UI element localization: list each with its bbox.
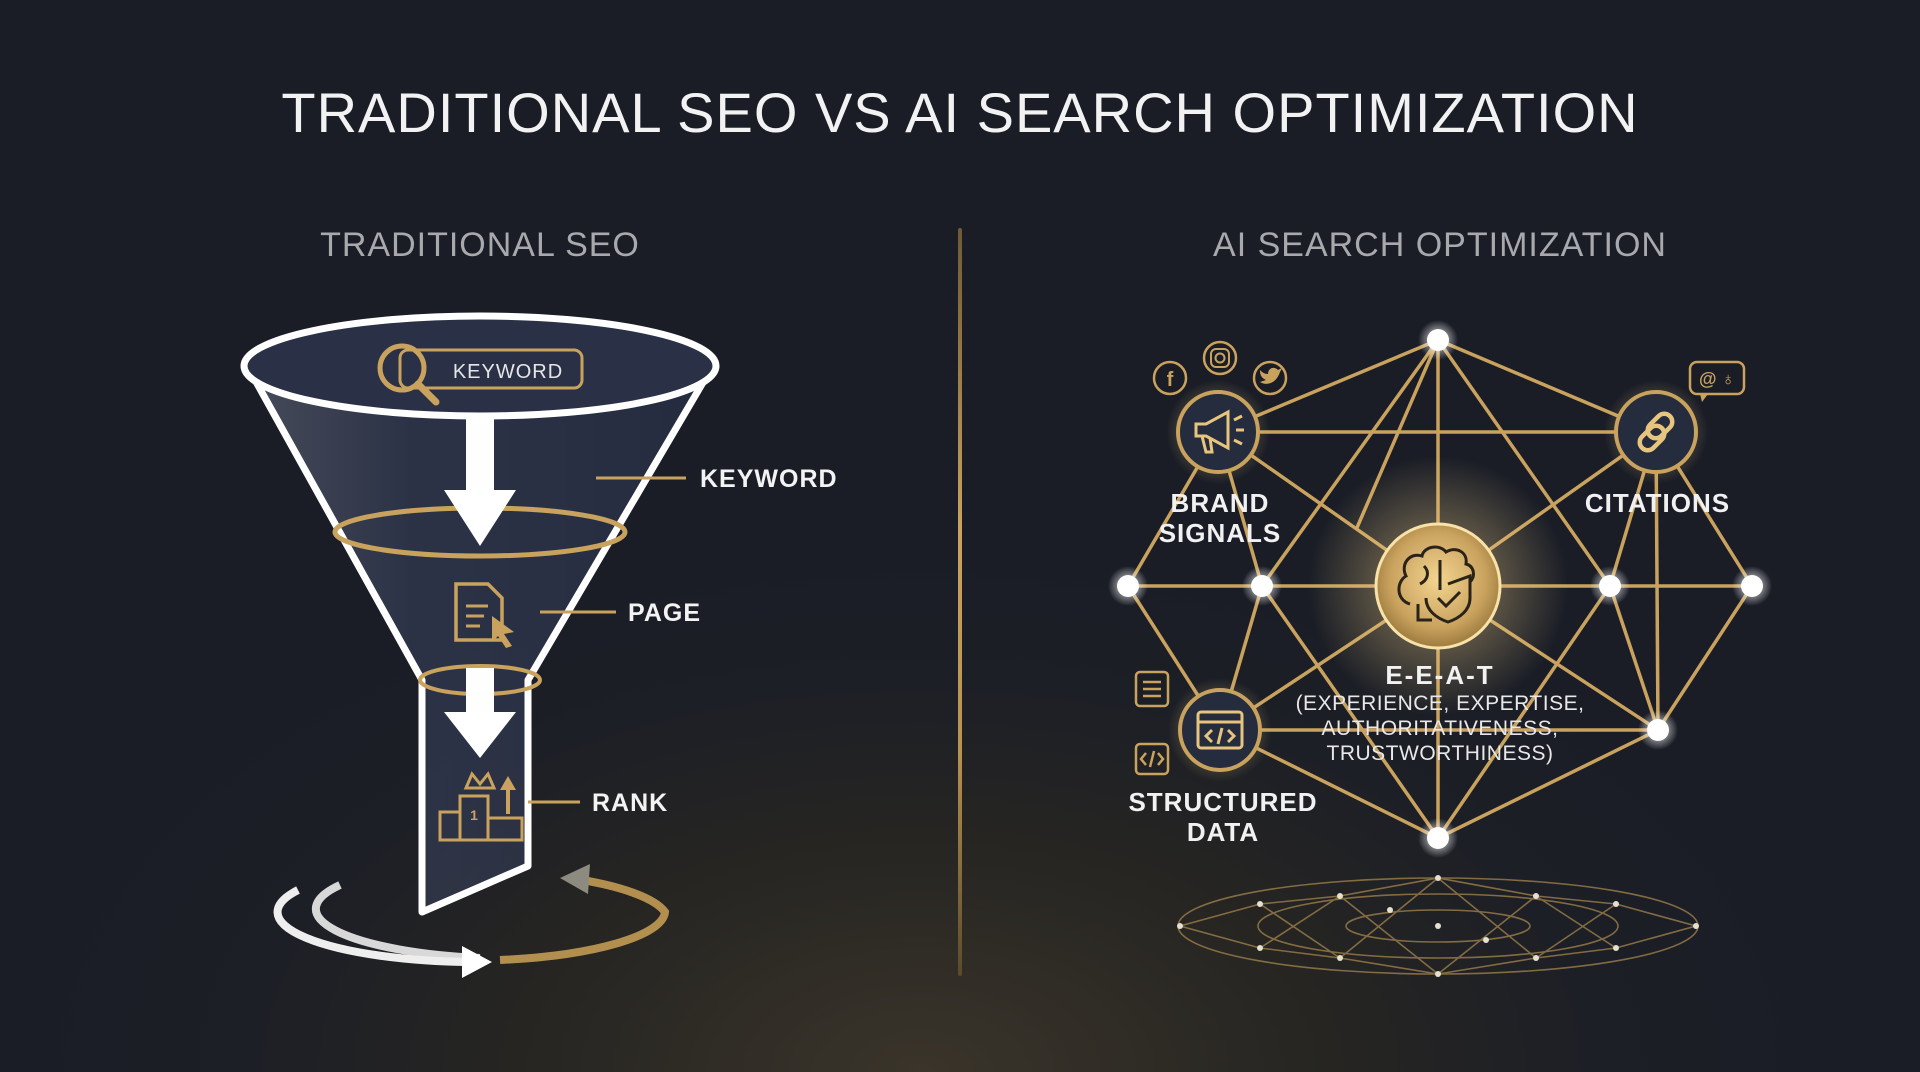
instagram-icon xyxy=(1202,340,1238,376)
megaphone-icon xyxy=(1194,409,1244,454)
eeat-center-node xyxy=(1374,522,1502,650)
citations-node xyxy=(1604,380,1708,484)
right-heading: AI SEARCH OPTIMIZATION xyxy=(1213,226,1667,264)
funnel-diagram: KEYWORD 1 KEYWORD PAGE RANK xyxy=(240,312,838,978)
twitter-icon xyxy=(1252,360,1288,396)
cycle-arrow-right xyxy=(499,874,670,964)
label-structured-data: STRUCTURED DATA xyxy=(1128,787,1318,847)
center-divider xyxy=(958,228,962,976)
stage-label-keyword: KEYWORD xyxy=(700,465,838,493)
funnel-arrow-upper xyxy=(444,414,516,546)
brand-signals-node xyxy=(1166,380,1270,484)
at-mention-icon: @ ♁ xyxy=(1688,360,1746,402)
svg-text:@ ♁: @ ♁ xyxy=(1699,369,1735,389)
eeat-description: (EXPERIENCE, EXPERTISE, AUTHORITATIVENES… xyxy=(1295,692,1585,765)
funnel-arrow-lower xyxy=(444,668,516,758)
stage-label-rank: RANK xyxy=(592,789,668,817)
document-cursor-icon xyxy=(454,582,514,648)
label-citations: CITATIONS xyxy=(1584,488,1731,518)
facebook-icon: f xyxy=(1152,360,1188,396)
list-doc-icon xyxy=(1134,670,1170,708)
eeat-label-block: E-E-A-T (EXPERIENCE, EXPERTISE, AUTHORIT… xyxy=(1280,660,1600,766)
cycle-arrowhead-back xyxy=(560,864,590,894)
page-title: TRADITIONAL SEO VS AI SEARCH OPTIMIZATIO… xyxy=(281,81,1639,144)
cycle-arrow-left xyxy=(311,881,481,962)
search-icon xyxy=(377,343,440,406)
code-window-icon xyxy=(1196,710,1244,750)
cycle-arrowhead-front xyxy=(462,946,492,978)
podium-rank-icon: 1 xyxy=(438,771,524,842)
base-mesh-dots xyxy=(1177,875,1699,977)
link-icon xyxy=(1637,411,1675,453)
stage-label-page: PAGE xyxy=(628,599,701,627)
ai-network: f @ ♁ xyxy=(1108,320,1772,977)
cycle-arrow-front xyxy=(273,886,471,966)
left-heading: TRADITIONAL SEO xyxy=(320,226,640,264)
structured-data-node xyxy=(1168,678,1272,782)
network-dots xyxy=(1108,320,1772,858)
code-tag-icon xyxy=(1134,742,1170,776)
eeat-title: E-E-A-T xyxy=(1385,660,1495,690)
svg-text:f: f xyxy=(1167,369,1174,391)
brain-shield-icon xyxy=(1397,545,1475,624)
label-brand-signals: BRAND SIGNALS xyxy=(1158,488,1282,548)
svg-text:1: 1 xyxy=(470,807,478,823)
funnel-search-box xyxy=(398,348,584,390)
search-box-label: KEYWORD xyxy=(453,361,563,383)
